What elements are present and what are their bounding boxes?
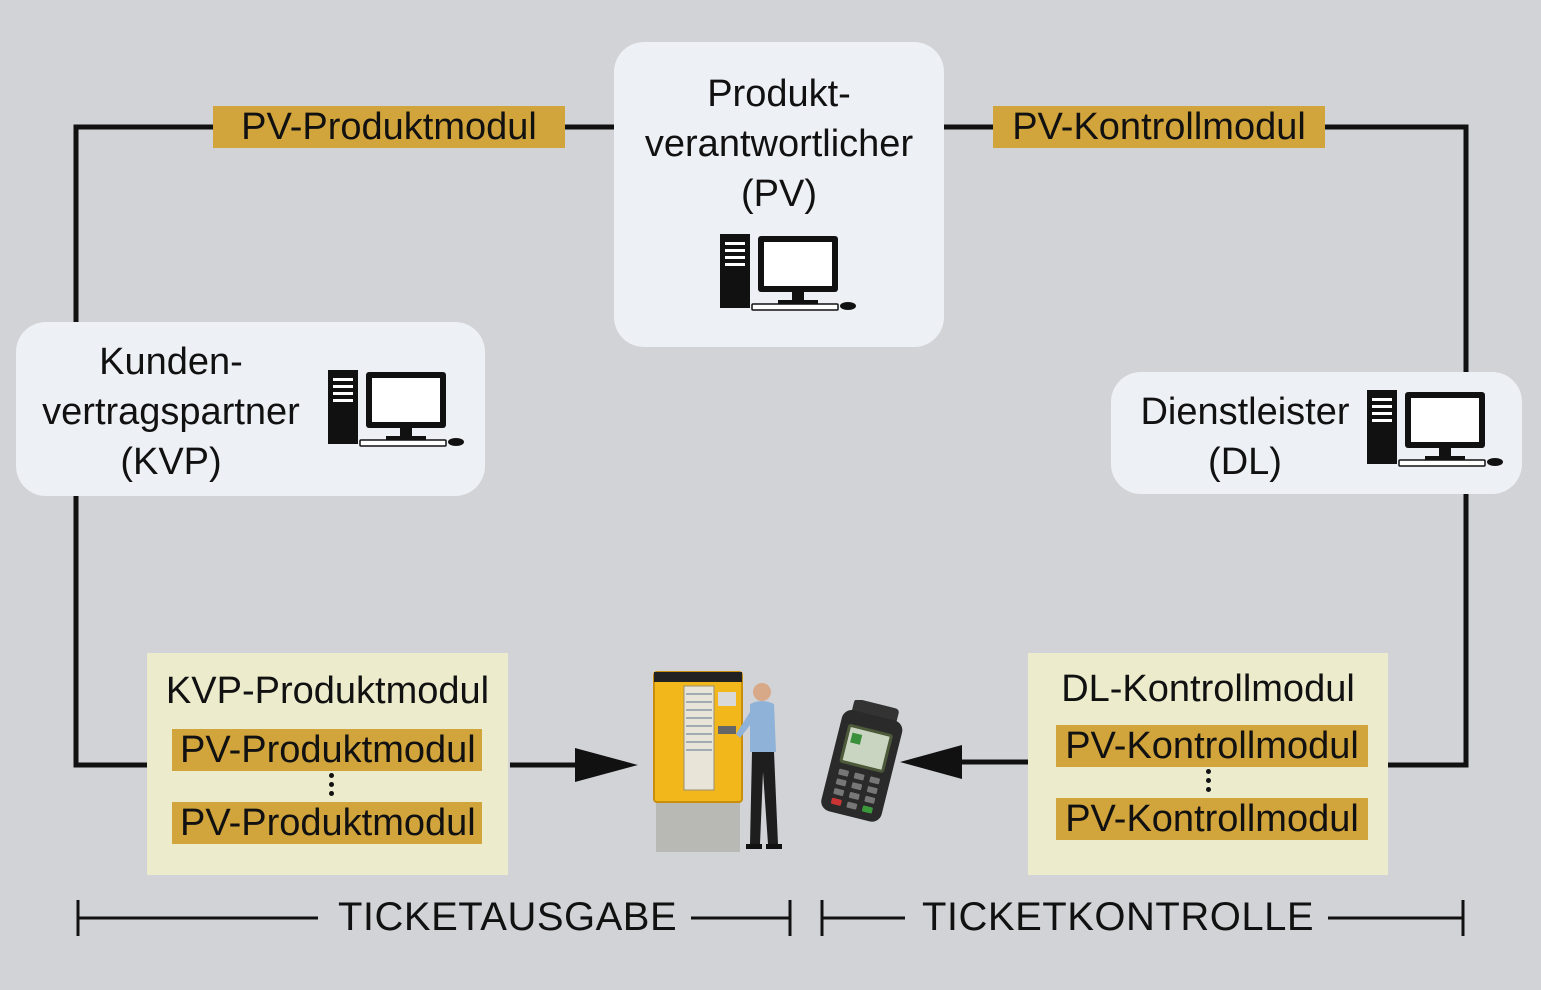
kvp-node-line3: (KVP) (120, 441, 222, 483)
dl-module-item-1: PV-Kontrollmodul (1056, 725, 1368, 767)
handheld-terminal-image (821, 700, 903, 822)
arrow-head-right (575, 748, 638, 782)
desktop-computer-icon (720, 234, 856, 311)
vertical-ellipsis-icon (1206, 769, 1212, 796)
top-left-module-tag: PV-Produktmodul (213, 106, 565, 148)
pv-node: Produkt- verantwortlicher (PV) (614, 42, 944, 347)
pv-node-line1: Produkt- (707, 73, 851, 115)
kvp-node: Kunden- vertragspartner (KVP) (16, 322, 485, 496)
dl-node: Dienstleister (DL) (1111, 372, 1522, 494)
dl-node-line1: Dienstleister (1140, 391, 1350, 433)
dl-node-line2: (DL) (1208, 441, 1282, 483)
kvp-node-line1: Kunden- (99, 341, 243, 383)
pv-node-line3: (PV) (741, 173, 817, 215)
ticketkontrolle-label: TICKETKONTROLLE (908, 894, 1329, 940)
ticketausgabe-label: TICKETAUSGABE (324, 894, 692, 940)
pv-node-line2: verantwortlicher (644, 123, 914, 165)
arrow-head-left (900, 745, 962, 779)
kvp-node-line2: vertragspartner (42, 391, 300, 433)
vertical-ellipsis-icon (329, 773, 335, 800)
dl-module-title: DL-Kontrollmodul (1061, 668, 1355, 710)
kvp-module-box: KVP-Produktmodul PV-Produktmodul PV-Prod… (147, 653, 508, 875)
dl-module-box: DL-Kontrollmodul PV-Kontrollmodul PV-Kon… (1028, 653, 1388, 875)
kvp-module-item-1: PV-Produktmodul (172, 729, 482, 771)
kvp-module-item-2: PV-Produktmodul (172, 802, 482, 844)
desktop-computer-icon (1367, 390, 1503, 467)
ticket-machine-image (653, 671, 782, 852)
kvp-module-title: KVP-Produktmodul (165, 670, 490, 712)
dl-module-item-2: PV-Kontrollmodul (1056, 798, 1368, 840)
top-right-module-tag: PV-Kontrollmodul (993, 106, 1325, 148)
desktop-computer-icon (328, 370, 464, 447)
